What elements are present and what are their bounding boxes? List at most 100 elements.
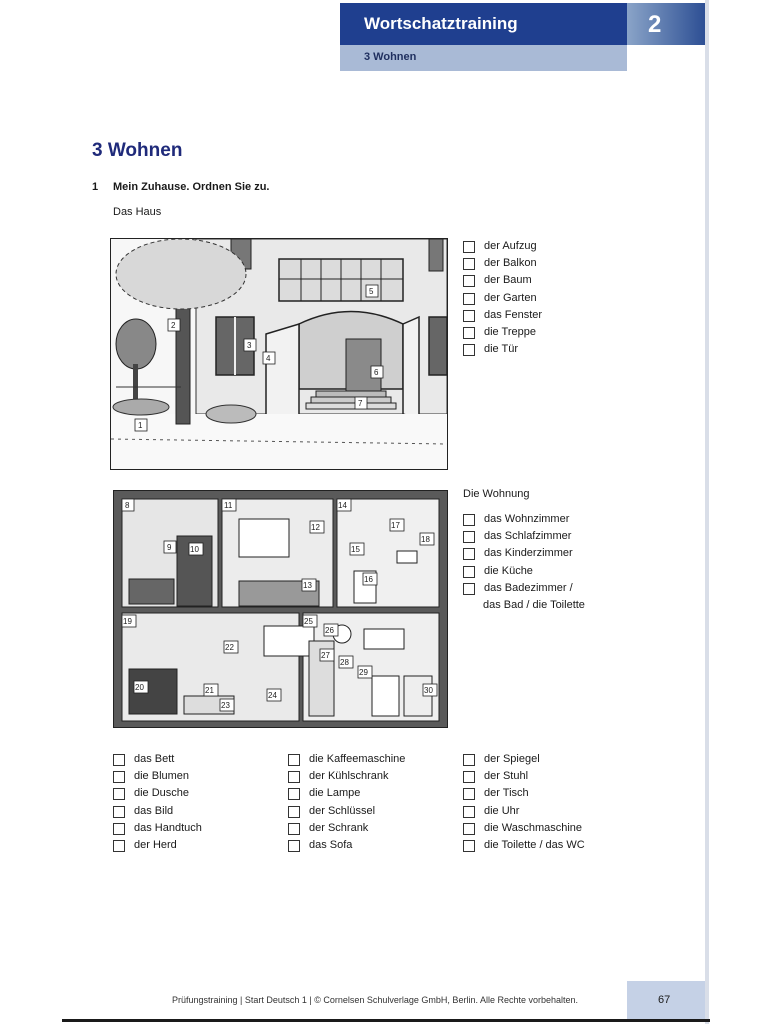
apartment-marker-21: 21 <box>203 683 219 697</box>
list-item: die Küche <box>463 565 585 582</box>
page-edge <box>705 0 709 1024</box>
svg-text:2: 2 <box>171 321 176 330</box>
svg-text:20: 20 <box>135 683 144 692</box>
svg-text:5: 5 <box>369 287 374 296</box>
apartment-marker-15: 15 <box>349 542 365 556</box>
list-item: das Sofa <box>288 839 405 856</box>
svg-text:1: 1 <box>138 421 143 430</box>
apartment-marker-30: 30 <box>422 683 438 697</box>
apartment-marker-11: 11 <box>221 498 237 512</box>
list-item: die Dusche <box>113 787 202 804</box>
chapter-number: 2 <box>648 11 662 38</box>
apartment-marker-9: 9 <box>163 540 177 554</box>
svg-text:8: 8 <box>125 501 130 510</box>
list-item: die Blumen <box>113 770 202 787</box>
checkbox[interactable] <box>113 788 125 801</box>
list-item: das Wohnzimmer <box>463 513 585 530</box>
apartment-marker-20: 20 <box>133 680 149 694</box>
apartment-marker-8: 8 <box>121 498 135 512</box>
svg-text:7: 7 <box>358 399 363 408</box>
checkbox[interactable] <box>288 805 300 818</box>
checkbox[interactable] <box>113 839 125 852</box>
checkbox[interactable] <box>463 582 475 595</box>
list-item: der Spiegel <box>463 753 585 770</box>
list-item: die Toilette / das WC <box>463 839 585 856</box>
svg-text:15: 15 <box>351 545 360 554</box>
svg-text:13: 13 <box>303 581 312 590</box>
house-marker-5: 5 <box>365 284 379 298</box>
list-item: die Kaffeemaschine <box>288 753 405 770</box>
checkbox[interactable] <box>288 788 300 801</box>
checkbox[interactable] <box>113 805 125 818</box>
checkbox[interactable] <box>113 822 125 835</box>
svg-text:30: 30 <box>424 686 433 695</box>
vocab-column-2: die Kaffeemaschine der Kühlschrank die L… <box>288 753 405 856</box>
checkbox[interactable] <box>463 292 475 305</box>
checkbox[interactable] <box>463 754 475 766</box>
house-marker-2: 2 <box>167 318 181 332</box>
checkbox[interactable] <box>463 241 475 253</box>
footer-text: Prüfungstraining | Start Deutsch 1 | © C… <box>172 995 579 1005</box>
checkbox[interactable] <box>463 839 475 852</box>
list-item: der Garten <box>463 292 542 309</box>
list-item: das Kinderzimmer <box>463 547 585 564</box>
checkbox[interactable] <box>463 788 475 801</box>
checkbox[interactable] <box>288 754 300 766</box>
page-title: 3 Wohnen <box>92 140 183 161</box>
subsection-title: 3 Wohnen <box>364 51 417 63</box>
list-item: der Schlüssel <box>288 805 405 822</box>
house-marker-7: 7 <box>354 396 368 410</box>
apartment-marker-16: 16 <box>362 572 378 586</box>
svg-text:22: 22 <box>225 643 234 652</box>
vocab-column-3: der Spiegel der Stuhl der Tisch die Uhr … <box>463 753 585 856</box>
section-title: Wortschatztraining <box>364 14 518 33</box>
bottom-rule <box>62 1019 710 1022</box>
apartment-marker-19: 19 <box>121 614 137 628</box>
checkbox[interactable] <box>113 771 125 784</box>
checkbox[interactable] <box>288 822 300 835</box>
list-item: der Stuhl <box>463 770 585 787</box>
checkbox[interactable] <box>463 805 475 818</box>
apartment-marker-22: 22 <box>223 640 239 654</box>
house-marker-1: 1 <box>134 418 148 432</box>
checkbox[interactable] <box>463 309 475 322</box>
apartment-marker-26: 26 <box>323 623 339 637</box>
list-item: der Schrank <box>288 822 405 839</box>
svg-text:6: 6 <box>374 368 379 377</box>
checkbox[interactable] <box>463 565 475 578</box>
svg-text:26: 26 <box>325 626 334 635</box>
svg-text:24: 24 <box>268 691 277 700</box>
checkbox[interactable] <box>463 531 475 544</box>
svg-text:10: 10 <box>190 545 199 554</box>
svg-text:9: 9 <box>167 543 172 552</box>
svg-text:25: 25 <box>304 617 313 626</box>
exercise-number: 1 <box>92 181 99 193</box>
checkbox[interactable] <box>463 275 475 288</box>
checkbox[interactable] <box>463 258 475 271</box>
checkbox[interactable] <box>288 839 300 852</box>
apartment-marker-13: 13 <box>301 578 317 592</box>
svg-text:16: 16 <box>364 575 373 584</box>
chapter-box <box>627 3 705 45</box>
checkbox[interactable] <box>463 548 475 561</box>
subsection-bar <box>340 45 627 71</box>
house-marker-4: 4 <box>262 351 276 365</box>
apartment-marker-29: 29 <box>357 665 373 679</box>
checkbox[interactable] <box>288 771 300 784</box>
svg-text:11: 11 <box>224 501 233 510</box>
checkbox[interactable] <box>463 822 475 835</box>
list-item: das Badezimmer / <box>463 582 585 599</box>
checkbox[interactable] <box>463 771 475 784</box>
list-item-continuation: das Bad / die Toilette <box>483 598 585 611</box>
list-item: der Tisch <box>463 787 585 804</box>
checkbox[interactable] <box>113 754 125 766</box>
list-item: der Baum <box>463 274 542 291</box>
house-illustration: 1 2 3 4 5 6 7 <box>110 238 448 470</box>
checkbox[interactable] <box>463 344 475 357</box>
room-checklist: das Wohnzimmer das Schlafzimmer das Kind… <box>463 513 585 616</box>
header-bar <box>340 3 627 45</box>
checkbox[interactable] <box>463 326 475 339</box>
apartment-marker-24: 24 <box>266 688 282 702</box>
checkbox[interactable] <box>463 514 475 526</box>
list-item: der Balkon <box>463 257 542 274</box>
